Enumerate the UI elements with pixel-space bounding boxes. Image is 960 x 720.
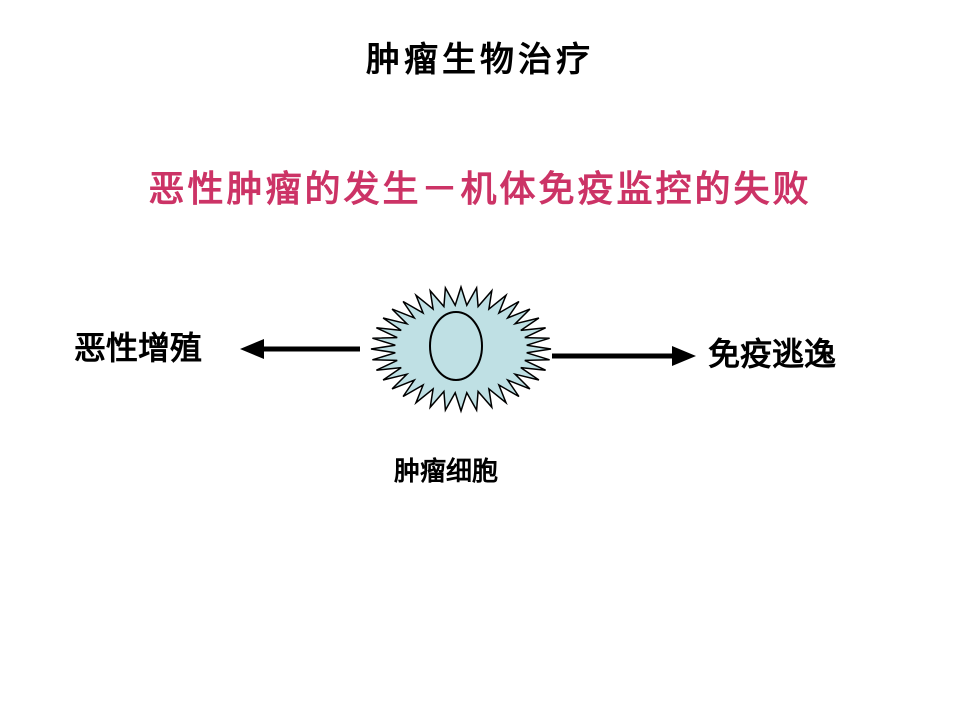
cell-nucleus: [429, 311, 483, 381]
immune-escape-label: 免疫逃逸: [708, 335, 837, 373]
right-arrow-icon: [552, 346, 696, 366]
tumor-cell-label: 肿瘤细胞: [394, 457, 499, 487]
slide-subtitle: 恶性肿瘤的发生－机体免疫监控的失败: [148, 169, 812, 210]
left-arrow-icon: [240, 339, 360, 359]
slide-title: 肿瘤生物治疗: [366, 40, 594, 80]
malignant-proliferation-label: 恶性增殖: [74, 329, 203, 367]
